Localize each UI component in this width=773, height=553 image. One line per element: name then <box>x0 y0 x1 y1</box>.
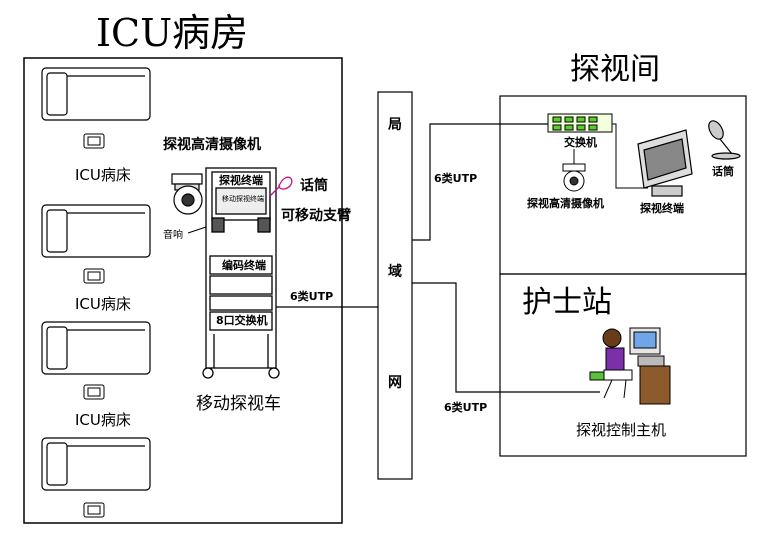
icu-camera-label: 探视高清摄像机 <box>163 137 261 153</box>
bedside-phone-icon-2 <box>83 268 105 284</box>
visit-camera-icon <box>562 163 586 192</box>
nurse-host-label: 探视控制主机 <box>576 421 667 439</box>
cart-terminal-label: 探视终端 <box>219 174 263 187</box>
bed-label-1: ICU病床 <box>75 166 131 184</box>
utp-label-cart: 6类UTP <box>290 290 334 303</box>
utp-label-nurse: 6类UTP <box>444 401 488 414</box>
lan-bar <box>377 91 413 480</box>
nurse-at-desk-icon <box>589 327 671 405</box>
icu-bed-2 <box>41 204 151 258</box>
icu-room-title: ICU病房 <box>96 11 249 55</box>
visit-switch-label: 交换机 <box>564 136 597 149</box>
visit-microphone-icon <box>708 120 741 160</box>
bedside-phone-icon-3 <box>83 384 105 400</box>
bedside-phone-icon-1 <box>83 133 105 149</box>
cart-switch-label: 8口交换机 <box>216 314 268 327</box>
cart-label: 移动探视车 <box>196 394 281 414</box>
nurse-station-title: 护士站 <box>522 285 612 320</box>
bed-label-3: ICU病床 <box>75 411 131 429</box>
cart-microphone-label: 话筒 <box>300 178 328 194</box>
visit-microphone-label: 话筒 <box>712 165 734 178</box>
icu-bed-1 <box>41 67 151 121</box>
icu-bed-4 <box>41 437 151 491</box>
cart-arm-label: 可移动支臂 <box>281 208 351 224</box>
visit-terminal-label: 探视终端 <box>640 202 684 215</box>
cable-switch-terminal <box>612 123 648 189</box>
bedside-phone-icon-4 <box>83 502 105 518</box>
speaker-label: 音响 <box>163 230 183 241</box>
icu-room-box <box>23 57 343 524</box>
cart-microphone-icon <box>269 176 293 197</box>
cart-screen-text: 移动探视终端 <box>222 195 264 203</box>
bed-label-2: ICU病床 <box>75 295 131 313</box>
icu-camera-icon <box>171 173 203 215</box>
nurse-station-box <box>499 273 747 457</box>
visit-switch-icon <box>547 113 613 133</box>
visit-room-title: 探视间 <box>570 52 660 87</box>
visit-terminal-icon <box>637 129 693 197</box>
lan-char-2: 域 <box>388 264 402 280</box>
utp-label-visit: 6类UTP <box>434 172 478 185</box>
cable-lan-nurse <box>412 282 600 393</box>
mobile-cart <box>202 167 280 379</box>
lan-char-3: 网 <box>388 375 402 391</box>
cable-lan-visit <box>412 123 548 241</box>
visit-camera-label: 探视高清摄像机 <box>527 197 604 210</box>
lan-char-1: 局 <box>388 117 402 133</box>
icu-bed-3 <box>41 321 151 375</box>
encoder-label: 编码终端 <box>222 259 266 272</box>
